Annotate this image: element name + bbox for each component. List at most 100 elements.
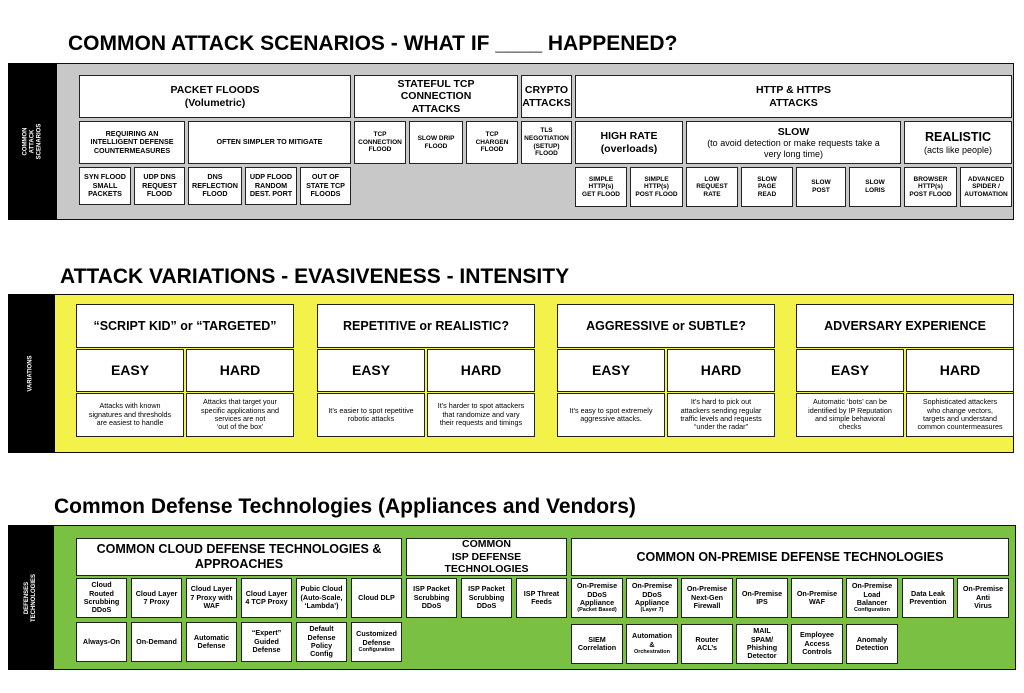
hard-label: HARD: [186, 349, 294, 392]
cloud-approach-item: On-Demand: [131, 622, 182, 662]
slow-item: SLOW PAGE READ: [741, 167, 793, 207]
section1-title: COMMON ATTACK SCENARIOS - WHAT IF ____ H…: [68, 32, 678, 55]
hard-label: HARD: [427, 349, 535, 392]
crypto-header: CRYPTO ATTACKS: [521, 75, 572, 118]
high-rate-item: SIMPLE HTTP(s) GET FLOOD: [575, 167, 627, 207]
onprem-tech-item: On-Premise WAF: [791, 578, 843, 618]
realistic-item: BROWSER HTTP(s) POST FLOOD: [904, 167, 957, 207]
cloud-defense-header: COMMON CLOUD DEFENSE TECHNOLOGIES & APPR…: [76, 538, 402, 576]
onprem-defense-header: COMMON ON-PREMISE DEFENSE TECHNOLOGIES: [571, 538, 1009, 576]
onprem-tech-sublabel: Orchestration: [633, 649, 671, 656]
cloud-tech-item: Pubic Cloud (Auto-Scale, ‘Lambda’): [296, 578, 347, 618]
packet-item: UDP FLOOD RANDOM DEST. PORT: [245, 167, 297, 205]
easy-label: EASY: [557, 349, 665, 392]
hard-description: It’s hard to pick out attackers sending …: [667, 393, 775, 437]
slow-description: (to avoid detection or make requests tak…: [707, 138, 880, 159]
easy-description: It’s easy to spot extremely aggressive a…: [557, 393, 665, 437]
onprem-tech-item: SIEM Correlation: [571, 624, 623, 664]
variations-side-label: VARIATIONS: [8, 294, 55, 453]
variation-header: REPETITIVE or REALISTIC?: [317, 304, 535, 348]
hard-description: It’s harder to spot attackers that rando…: [427, 393, 535, 437]
cloud-tech-item: Cloud Layer 7 Proxy: [131, 578, 182, 618]
cloud-approach-label: On-Demand: [136, 636, 177, 646]
easy-label: EASY: [317, 349, 425, 392]
slow-item: SLOW LORIS: [849, 167, 901, 207]
easy-description: Automatic ‘bots’ can be identified by IP…: [796, 393, 904, 437]
easy-label: EASY: [796, 349, 904, 392]
onprem-tech-sublabel: (Layer 7): [640, 607, 664, 614]
easy-label: EASY: [76, 349, 184, 392]
slow-item: SLOW POST: [796, 167, 846, 207]
packet-item: DNS REFLECTION FLOOD: [188, 167, 242, 205]
isp-tech-item: ISP Packet Scrubbing DDoS: [406, 578, 457, 618]
crypto-item: TLS NEGOTIATION (SETUP) FLOOD: [521, 121, 572, 164]
cloud-approach-item: Default Defense Policy Config: [296, 622, 347, 662]
packet-floods-header: PACKET FLOODS (Volumetric): [79, 75, 351, 118]
onprem-tech-item: On-Premise DDoS Appliance(Packet Based): [571, 578, 623, 618]
onprem-tech-item: Employee Access Controls: [791, 624, 843, 664]
onprem-tech-label: On-Premise Anti Virus: [962, 584, 1004, 611]
cloud-approach-label: Customized Defense: [356, 629, 397, 647]
section3-title: Common Defense Technologies (Appliances …: [54, 495, 636, 518]
onprem-tech-item: Data Leak Prevention: [902, 578, 954, 618]
onprem-tech-item: Router ACL’s: [681, 624, 733, 664]
onprem-tech-label: Automation &: [632, 631, 672, 649]
onprem-tech-item: On-Premise Anti Virus: [957, 578, 1009, 618]
slow-item: LOW REQUEST RATE: [686, 167, 738, 207]
slow-title: SLOW: [777, 125, 810, 138]
cloud-approach-item: Automatic Defense: [186, 622, 237, 662]
onprem-tech-label: On-Premise IPS: [741, 588, 783, 606]
onprem-tech-label: SIEM Correlation: [577, 634, 617, 652]
onprem-tech-label: On-Premise Next-Gen Firewall: [686, 584, 728, 611]
onprem-tech-item: Automation &Orchestration: [626, 624, 678, 664]
onprem-tech-item: MAIL SPAM/ Phishing Detector: [736, 624, 788, 664]
hard-description: Attacks that target your specific applic…: [186, 393, 294, 437]
cloud-tech-item: Cloud Routed Scrubbing DDoS: [76, 578, 127, 618]
variation-header: “SCRIPT KID” or “TARGETED”: [76, 304, 294, 348]
onprem-tech-item: On-Premise IPS: [736, 578, 788, 618]
cloud-tech-item: Cloud Layer 4 TCP Proxy: [241, 578, 292, 618]
onprem-tech-item: On-Premise DDoS Appliance(Layer 7): [626, 578, 678, 618]
cloud-approach-label: Always-On: [82, 636, 121, 646]
onprem-tech-sublabel: Configuration: [853, 607, 891, 614]
onprem-tech-label: On-Premise DDoS Appliance: [631, 581, 673, 607]
cloud-approach-label: Automatic Defense: [193, 632, 230, 650]
cloud-approach-sublabel: Configuration: [358, 647, 395, 654]
simpler-mitigate-subheader: OFTEN SIMPLER TO MITIGATE: [188, 121, 351, 164]
onprem-tech-item: Anomaly Detection: [846, 624, 898, 664]
realistic-description: (acts like people): [923, 144, 993, 155]
isp-defense-header: COMMON ISP DEFENSE TECHNOLOGIES: [406, 538, 567, 576]
intelligent-defense-subheader: REQUIRING AN INTELLIGENT DEFENSE COUNTER…: [79, 121, 185, 164]
tcp-item: SLOW DRIP FLOOD: [409, 121, 463, 164]
cloud-approach-label: “Expert” Guided Defense: [251, 628, 282, 655]
onprem-tech-label: Data Leak Prevention: [909, 588, 947, 606]
attack-scenarios-side-label: COMMON ATTACK SCENARIOS: [8, 63, 57, 220]
high-rate-subheader: HIGH RATE (overloads): [575, 121, 683, 164]
realistic-item: ADVANCED SPIDER / AUTOMATION: [960, 167, 1012, 207]
easy-description: Attacks with known signatures and thresh…: [76, 393, 184, 437]
slow-subheader: SLOW (to avoid detection or make request…: [686, 121, 901, 164]
tcp-item: TCP CHARGEN FLOOD: [466, 121, 518, 164]
onprem-tech-label: MAIL SPAM/ Phishing Detector: [746, 626, 778, 661]
hard-label: HARD: [906, 349, 1014, 392]
cloud-approach-item: Always-On: [76, 622, 127, 662]
isp-tech-item: ISP Packet Scrubbing DDoS: [461, 578, 512, 618]
variation-header: AGGRESSIVE or SUBTLE?: [557, 304, 775, 348]
cloud-approach-item: “Expert” Guided Defense: [241, 622, 292, 662]
onprem-tech-label: On-Premise WAF: [796, 588, 838, 606]
variation-header: ADVERSARY EXPERIENCE: [796, 304, 1014, 348]
onprem-tech-label: Employee Access Controls: [800, 630, 834, 657]
hard-description: Sophisticated attackers who change vecto…: [906, 393, 1014, 437]
cloud-tech-item: Cloud DLP: [351, 578, 402, 618]
packet-item: OUT OF STATE TCP FLOODS: [300, 167, 351, 205]
tcp-item: TCP CONNECTION FLOOD: [354, 121, 406, 164]
cloud-approach-label: Default Defense Policy Config: [307, 624, 336, 659]
onprem-tech-label: Router ACL’s: [695, 634, 719, 652]
packet-item: SYN FLOOD SMALL PACKETS: [79, 167, 131, 205]
high-rate-item: SIMPLE HTTP(s) POST FLOOD: [630, 167, 683, 207]
realistic-title: REALISTIC: [925, 129, 991, 144]
realistic-subheader: REALISTIC (acts like people): [904, 121, 1012, 164]
http-header: HTTP & HTTPS ATTACKS: [575, 75, 1012, 118]
